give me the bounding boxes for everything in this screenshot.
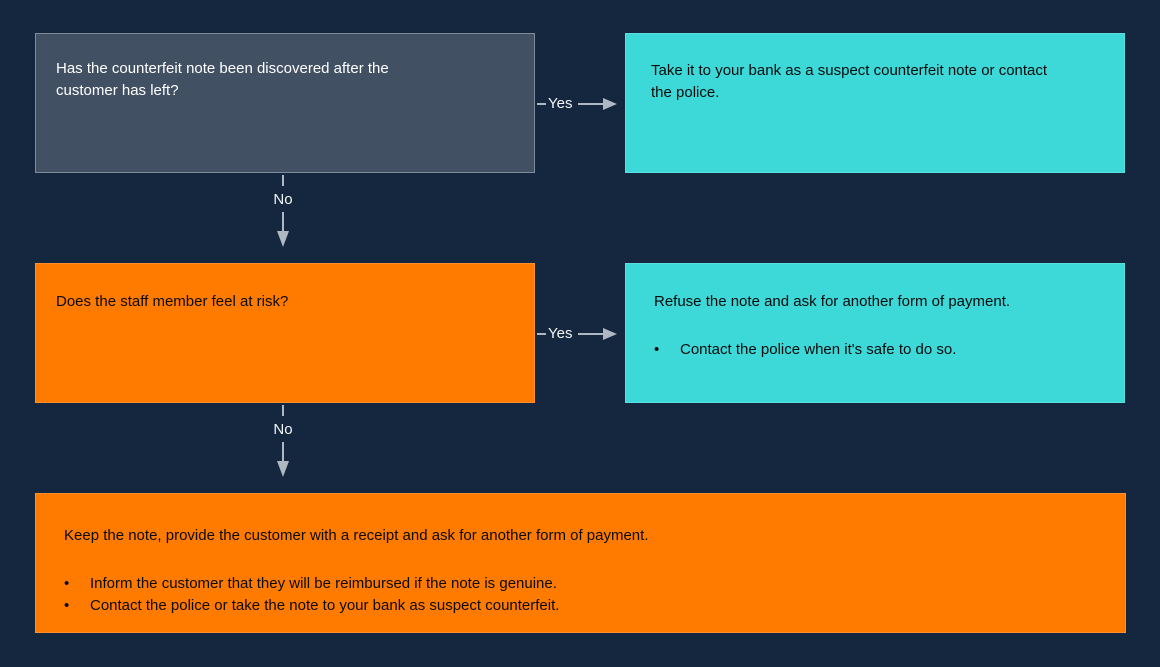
decision-text: Has the counterfeit note been discovered… (56, 60, 389, 99)
action-box-keep-note: Keep the note, provide the customer with… (35, 493, 1126, 633)
bullet-marker: • (654, 341, 660, 358)
no-label: No (273, 421, 293, 438)
decision-box-staff-at-risk: Does the staff member feel at risk? (35, 263, 535, 403)
yes-label: Yes (548, 95, 573, 112)
bullet-item: • Contact the police or take the note to… (64, 595, 1097, 617)
connector-tick (282, 175, 284, 186)
arrow-right-icon (578, 98, 617, 110)
action-box-take-to-bank: Take it to your bank as a suspect counte… (625, 33, 1125, 173)
action-box-refuse-note: Refuse the note and ask for another form… (625, 263, 1125, 403)
action-text: Refuse the note and ask for another form… (654, 293, 1011, 310)
decision-box-counterfeit-discovered: Has the counterfeit note been discovered… (35, 33, 535, 173)
bullet-text: Inform the customer that they will be re… (90, 575, 557, 592)
bullet-item: • Contact the police when it's safe to d… (654, 339, 1096, 361)
arrow-down-icon (277, 442, 289, 477)
action-text: Take it to your bank as a suspect counte… (651, 62, 1048, 101)
connector-tick (537, 103, 546, 105)
bullet-text: Contact the police or take the note to y… (90, 597, 560, 614)
arrow-right-icon (578, 328, 617, 340)
no-label: No (273, 191, 293, 208)
connector-tick (282, 405, 284, 416)
bullet-text: Contact the police when it's safe to do … (680, 341, 957, 358)
connector-tick (537, 333, 546, 335)
bullet-marker: • (64, 575, 70, 592)
arrow-down-icon (277, 212, 289, 247)
action-text: Keep the note, provide the customer with… (64, 527, 649, 544)
bullet-marker: • (64, 597, 70, 614)
decision-text: Does the staff member feel at risk? (56, 293, 289, 310)
bullet-item: • Inform the customer that they will be … (64, 573, 1097, 595)
yes-label: Yes (548, 325, 573, 342)
